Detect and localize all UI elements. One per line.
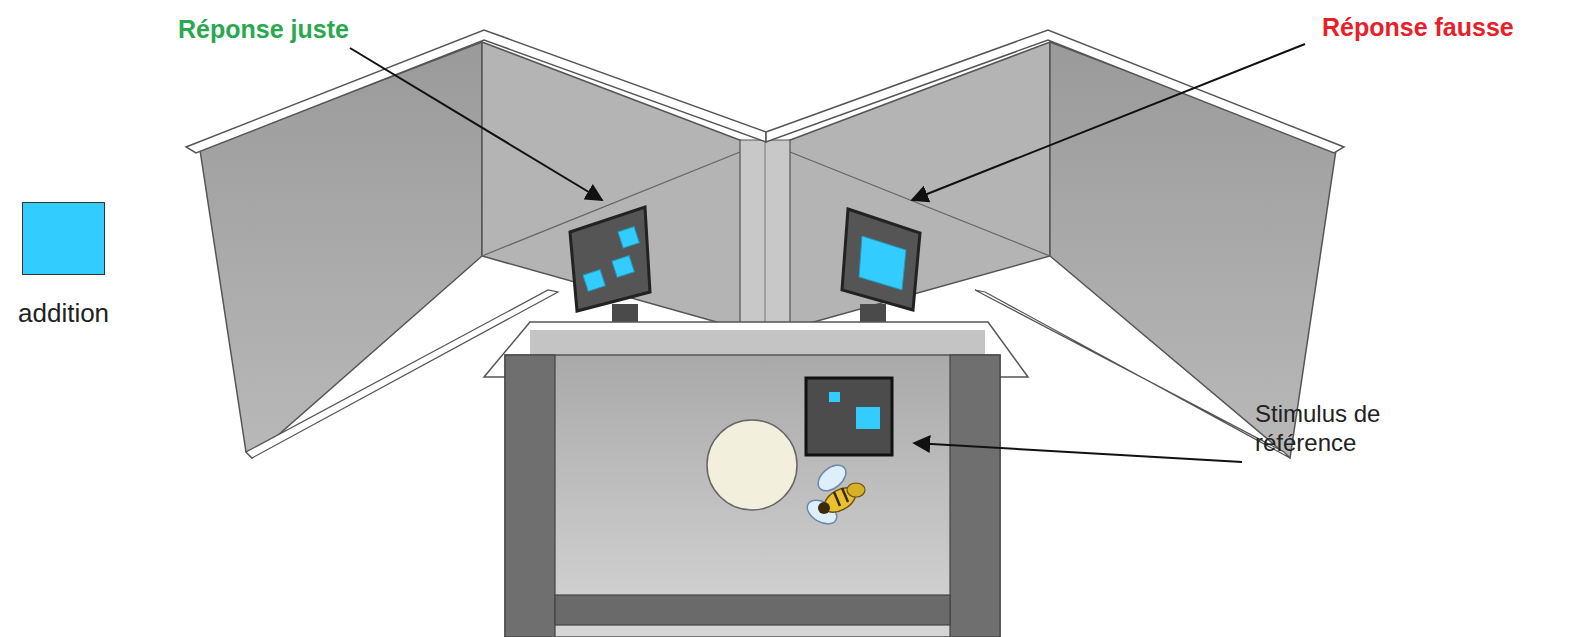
stimulus-label: Stimulus de référence [1255,400,1425,458]
legend-text: addition [18,298,109,329]
correct-label: Réponse juste [178,14,349,44]
wrong-label: Réponse fausse [1322,12,1514,42]
legend-swatch [22,202,105,275]
bee-figure [803,460,865,529]
